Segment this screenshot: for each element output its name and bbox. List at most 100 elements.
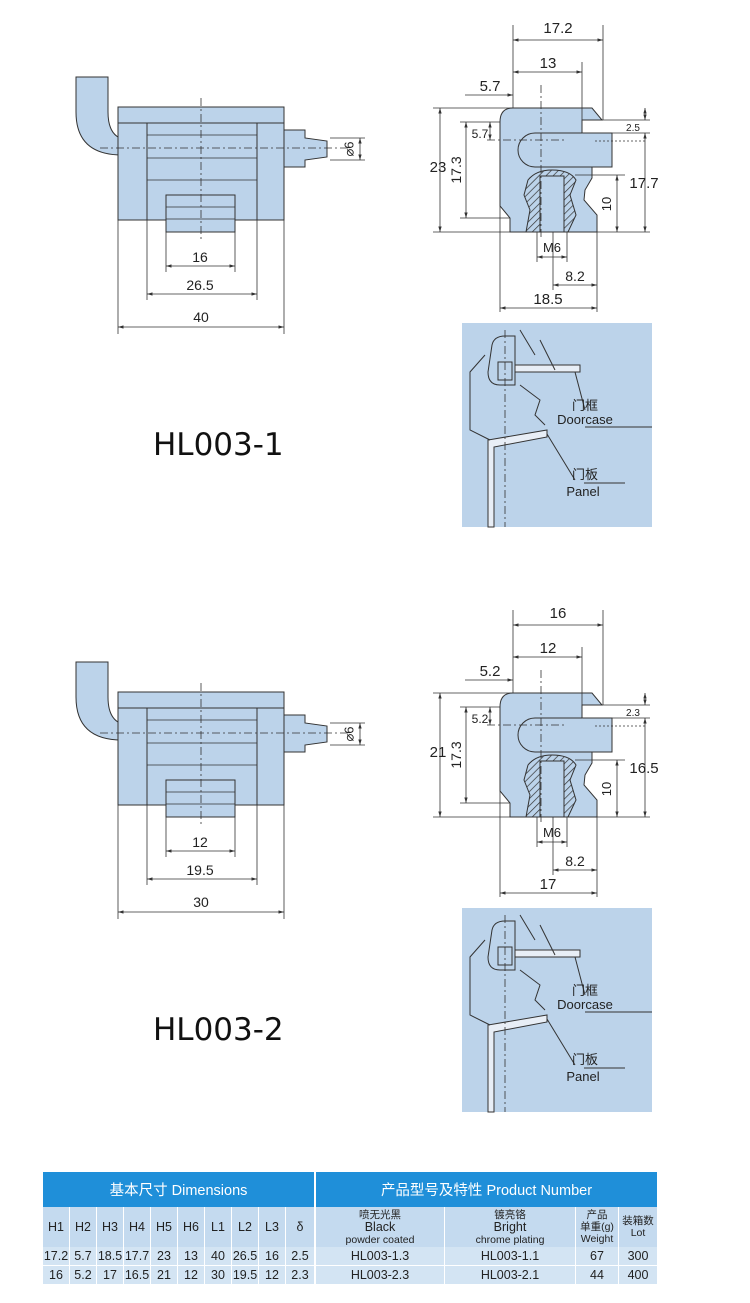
dim-h3-label: 17.3 — [448, 156, 464, 183]
dim-l2-label: 26.5 — [186, 277, 213, 293]
cell-δ: 2.5 — [285, 1247, 316, 1266]
dim-h4-label: 16.5 — [629, 760, 658, 777]
dim-l3-label: 16 — [192, 249, 208, 265]
cell-chrome: HL003-1.1 — [444, 1247, 576, 1266]
column-header-H4: H4 — [123, 1207, 151, 1247]
dim-gap-label: 2.3 — [626, 708, 640, 719]
cell-H6: 12 — [177, 1265, 205, 1285]
column-header-L1: L1 — [204, 1207, 232, 1247]
dim-h2-label: 5.2 — [480, 663, 501, 680]
dim-h5-label: 21 — [430, 744, 447, 761]
dim-diameter-label: ⌀6 — [341, 141, 356, 156]
cell-weight: 67 — [575, 1247, 619, 1266]
cell-weight: 44 — [575, 1265, 619, 1285]
cell-H4: 17.7 — [123, 1247, 151, 1266]
dim-thread-label: M6 — [543, 240, 561, 255]
insert-bore — [539, 760, 565, 818]
dim-gap-label: 2.5 — [626, 123, 640, 134]
latch-outline — [469, 335, 546, 441]
cell-L3: 12 — [258, 1265, 286, 1285]
dim-center-label: 8.2 — [565, 853, 585, 869]
cell-H1: 17.2 — [43, 1247, 70, 1266]
dim-l3-label: 12 — [192, 834, 208, 850]
dim-h5-label: 23 — [430, 159, 447, 176]
cell-H4: 16.5 — [123, 1265, 151, 1285]
front-view — [75, 661, 328, 818]
pin — [283, 714, 328, 753]
cell-chrome: HL003-2.1 — [444, 1265, 576, 1285]
column-header-L3: L3 — [258, 1207, 286, 1247]
product-number-header: 产品型号及特性 Product Number — [314, 1172, 658, 1207]
dim-h1-label: 16 — [550, 605, 567, 622]
door-panel — [487, 429, 548, 528]
cell-δ: 2.3 — [285, 1265, 316, 1285]
slot — [517, 132, 592, 168]
front-view — [75, 76, 328, 233]
dim-base-label: 17 — [540, 876, 557, 893]
cell-H3: 17 — [96, 1265, 124, 1285]
dimensions-header: 基本尺寸 Dimensions — [43, 1172, 316, 1207]
column-header-L2: L2 — [231, 1207, 259, 1247]
dim-h3-label: 17.3 — [448, 741, 464, 768]
dim-diameter-label: ⌀6 — [341, 726, 356, 741]
cell-L3: 16 — [258, 1247, 286, 1266]
dim-h2-label: 5.7 — [480, 78, 501, 95]
cell-lot: 400 — [618, 1265, 658, 1285]
column-header-H1: H1 — [43, 1207, 70, 1247]
cell-black: HL003-1.3 — [314, 1247, 445, 1266]
product-title: HL003-2 — [153, 1012, 284, 1048]
column-header-H6: H6 — [177, 1207, 205, 1247]
dim-l2-label: 19.5 — [186, 862, 213, 878]
label-panel-cn: 门板 — [572, 1052, 598, 1067]
cell-H5: 21 — [150, 1265, 178, 1285]
dim-l1-label: 40 — [193, 309, 209, 325]
dim-h1-label: 17.2 — [543, 20, 572, 37]
cell-H1: 16 — [43, 1265, 70, 1285]
specification-table: 基本尺寸 Dimensions 产品型号及特性 Product Number H… — [43, 1172, 658, 1285]
dim-l1-label: 30 — [193, 894, 209, 910]
column-header-H5: H5 — [150, 1207, 178, 1247]
door-panel — [487, 1014, 548, 1113]
cell-black: HL003-2.3 — [314, 1265, 445, 1285]
dim-h2v-label: 5.7 — [472, 127, 489, 141]
bottom-block — [165, 194, 236, 233]
column-header-δ: δ — [285, 1207, 316, 1247]
cell-lot: 300 — [618, 1247, 658, 1266]
cell-L1: 30 — [204, 1265, 232, 1285]
section-view — [499, 692, 613, 818]
door-frame — [514, 364, 581, 373]
dim-h6-label: 12 — [540, 640, 557, 657]
installation-diagram — [462, 323, 652, 528]
label-doorcase-cn: 门框 — [572, 983, 598, 998]
column-header-weight: 产品单重(g)Weight — [575, 1207, 619, 1247]
dim-h4-label: 17.7 — [629, 175, 658, 192]
bottom-block — [165, 779, 236, 818]
insert-bore — [539, 175, 565, 233]
dim-thread-label: M6 — [543, 825, 561, 840]
label-panel-cn: 门板 — [572, 467, 598, 482]
label-doorcase-en: Doorcase — [557, 997, 613, 1012]
column-header-H2: H2 — [69, 1207, 97, 1247]
product-title: HL003-1 — [153, 427, 284, 463]
cell-L1: 40 — [204, 1247, 232, 1266]
latch-outline — [469, 920, 546, 1026]
cell-H5: 23 — [150, 1247, 178, 1266]
pin — [283, 129, 328, 168]
label-doorcase-en: Doorcase — [557, 412, 613, 427]
cell-H2: 5.7 — [69, 1247, 97, 1266]
cell-H3: 18.5 — [96, 1247, 124, 1266]
door-frame — [514, 949, 581, 958]
dim-base-label: 18.5 — [533, 291, 562, 308]
cell-H2: 5.2 — [69, 1265, 97, 1285]
cell-L2: 19.5 — [231, 1265, 259, 1285]
label-panel-en: Panel — [566, 1069, 599, 1084]
label-panel-en: Panel — [566, 484, 599, 499]
